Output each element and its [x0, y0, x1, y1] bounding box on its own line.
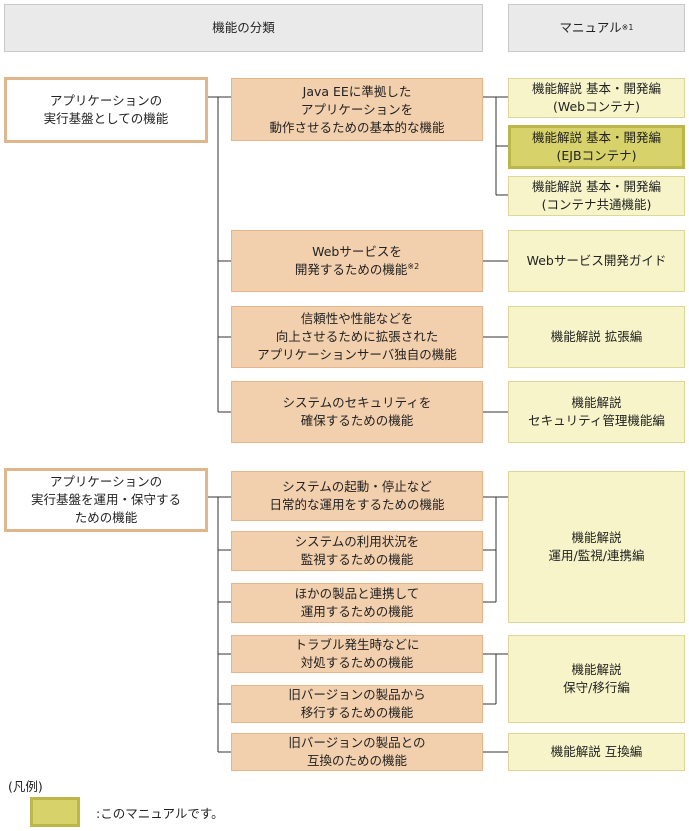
footnote-mark: ※2	[407, 261, 420, 271]
function-migration: 旧バージョンの製品から 移行するための機能	[231, 685, 483, 723]
manual-security: 機能解説 セキュリティ管理機能編	[508, 381, 685, 443]
function-monitoring: システムの利用状況を 監視するための機能	[231, 531, 483, 571]
manual-web-container: 機能解説 基本・開発編 (Webコンテナ)	[508, 78, 685, 118]
function-security: システムのセキュリティを 確保するための機能	[231, 381, 483, 443]
category-operation-maintenance: アプリケーションの 実行基盤を運用・保守する ための機能	[4, 468, 208, 532]
function-web-services: Webサービスを 開発するための機能※2	[231, 230, 483, 292]
legend-text: :このマニュアルです。	[96, 806, 224, 821]
manual-extended: 機能解説 拡張編	[508, 306, 685, 368]
function-daily-operation: システムの起動・停止など 日常的な運用をするための機能	[231, 471, 483, 521]
manual-ejb-container-current: 機能解説 基本・開発編 (EJBコンテナ)	[508, 125, 685, 169]
header-classification: 機能の分類	[4, 4, 483, 52]
function-compatibility: 旧バージョンの製品との 互換のための機能	[231, 733, 483, 771]
manual-compatibility: 機能解説 互換編	[508, 733, 685, 771]
legend-title: (凡例)	[8, 779, 43, 794]
category-runtime-platform: アプリケーションの 実行基盤としての機能	[4, 77, 208, 143]
manual-maintenance-migration: 機能解説 保守/移行編	[508, 635, 685, 723]
manual-web-services-guide: Webサービス開発ガイド	[508, 230, 685, 292]
header-manual: マニュアル※1	[508, 4, 685, 52]
function-integration: ほかの製品と連携して 運用するための機能	[231, 583, 483, 623]
function-javaee-basic: Java EEに準拠した アプリケーションを 動作させるための基本的な機能	[231, 78, 483, 141]
manual-container-common: 機能解説 基本・開発編 (コンテナ共通機能)	[508, 176, 685, 216]
function-extended: 信頼性や性能などを 向上させるために拡張された アプリケーションサーバ独自の機能	[231, 306, 483, 368]
function-troubleshooting: トラブル発生時などに 対処するための機能	[231, 635, 483, 673]
legend-swatch	[30, 797, 80, 827]
manual-operation-monitoring: 機能解説 運用/監視/連携編	[508, 471, 685, 623]
